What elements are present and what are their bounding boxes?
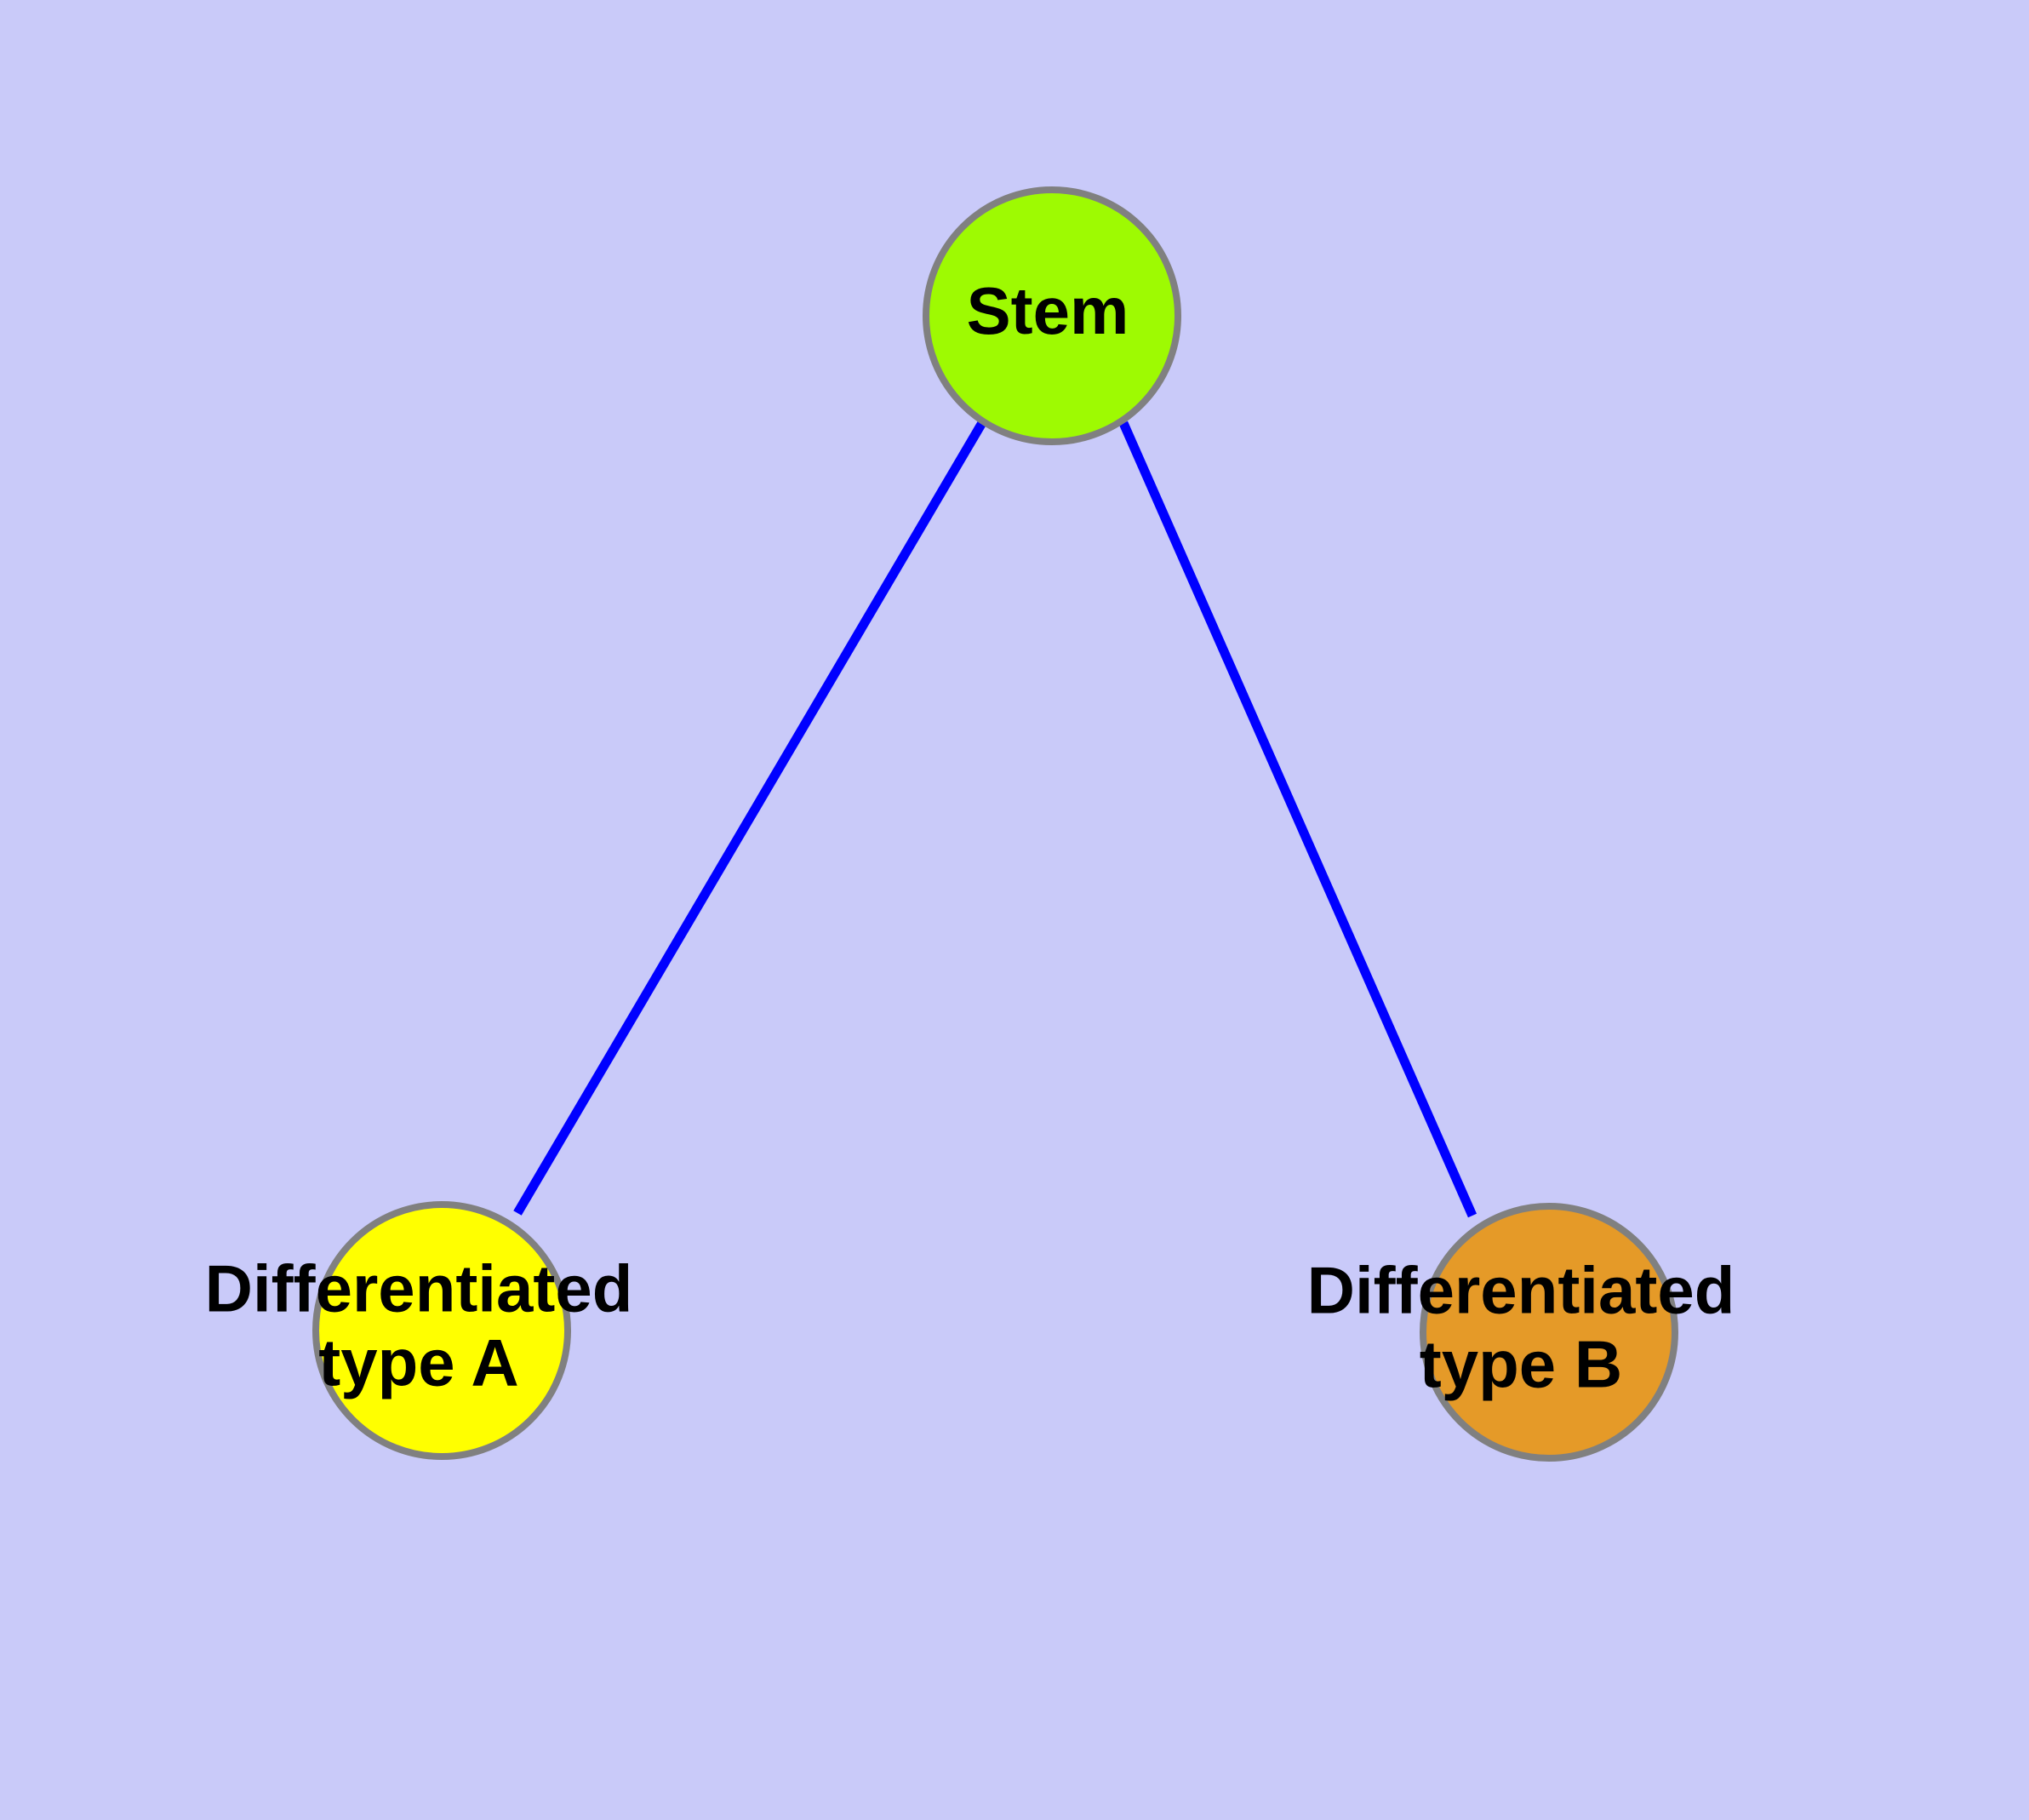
node-layer [312,186,1678,1462]
node-differentiated-type-a[interactable] [312,1201,571,1460]
node-stem-circle[interactable] [923,186,1181,445]
node-differentiated-type-b-circle[interactable] [1420,1203,1678,1462]
node-stem-label: Stem [967,273,1129,348]
edge-stem-to-differentiated-type-a[interactable] [513,419,987,1216]
edge-stem-to-differentiated-type-b[interactable] [1118,421,1477,1218]
edge-layer [513,419,1477,1218]
node-differentiated-type-a-circle[interactable] [312,1201,571,1460]
node-differentiated-type-b[interactable] [1420,1203,1678,1462]
node-stem[interactable] [923,186,1181,445]
